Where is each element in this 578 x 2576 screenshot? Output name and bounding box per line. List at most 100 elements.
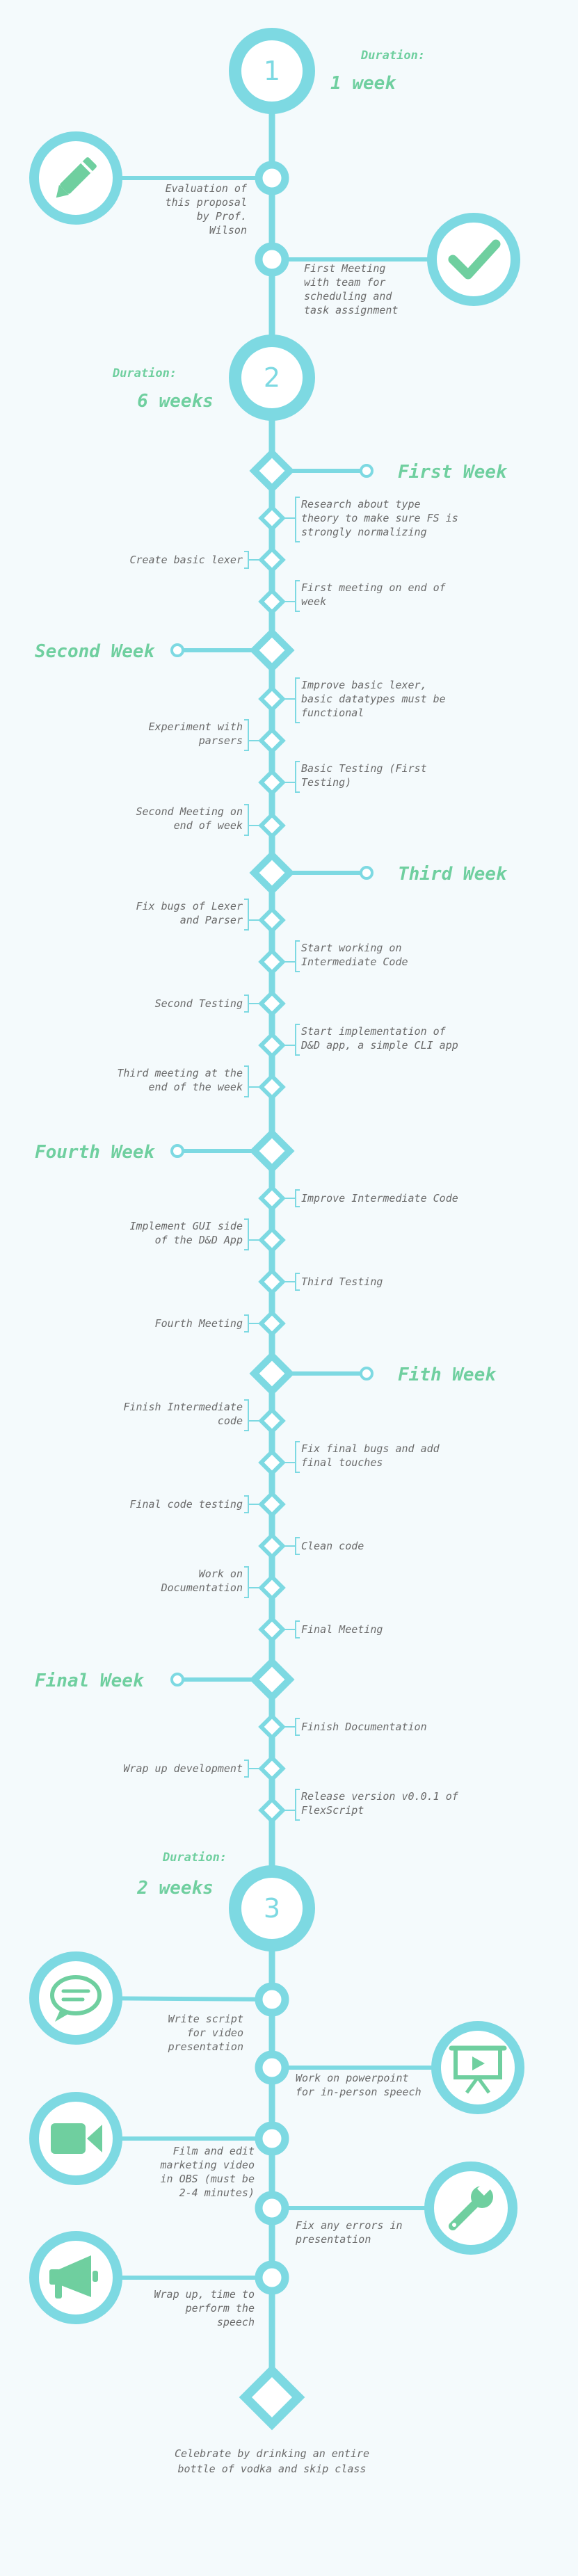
week-label: Final Week bbox=[35, 1671, 145, 1691]
task-diamond bbox=[258, 906, 286, 934]
week-diamond bbox=[249, 1128, 295, 1174]
task-text-line: Documentation bbox=[161, 1581, 243, 1594]
phase-1-number: 1 bbox=[264, 56, 280, 86]
week-diamond bbox=[249, 1657, 295, 1702]
task-bracket bbox=[244, 1760, 262, 1778]
timeline-node bbox=[255, 2050, 289, 2085]
task-bracket bbox=[244, 1566, 262, 1598]
task-text-line: Second Testing bbox=[155, 997, 243, 1010]
task-text: Third Testing bbox=[301, 1275, 383, 1288]
task-diamond bbox=[258, 588, 286, 615]
task-diamond bbox=[258, 948, 286, 976]
week-endpoint bbox=[170, 643, 184, 657]
task-text: Final code testing bbox=[129, 1498, 243, 1511]
task-text-line: Basic Testing (First bbox=[301, 762, 427, 775]
task-diamond bbox=[258, 546, 286, 574]
week-endpoint bbox=[360, 464, 374, 478]
week-endpoint bbox=[360, 866, 374, 880]
task-text-line: Start working on bbox=[301, 942, 402, 954]
task-bracket bbox=[282, 1620, 300, 1639]
task-diamond bbox=[258, 1755, 286, 1782]
task-text-line: Second Meeting on bbox=[136, 805, 243, 818]
task-text-line: basic datatypes must be bbox=[301, 693, 446, 705]
week-endpoint bbox=[170, 1673, 184, 1687]
phase1-item-1-text-line: Wilson bbox=[209, 224, 247, 236]
task-diamond bbox=[258, 812, 286, 839]
final-diamond bbox=[239, 2364, 305, 2431]
final-text-line: bottle of vodka and skip class bbox=[178, 2463, 367, 2475]
task-text: Create basic lexer bbox=[129, 554, 243, 566]
phase-1-duration-label: Duration: bbox=[360, 49, 425, 63]
phase3-item-2-text-line: Work on powerpoint bbox=[296, 2072, 409, 2084]
task-text-line: Work on bbox=[199, 1568, 243, 1580]
task-text-line: Implement GUI side bbox=[129, 1220, 243, 1232]
task-bracket bbox=[282, 761, 300, 793]
task-text-line: end of the week bbox=[149, 1081, 243, 1093]
task-diamond bbox=[258, 1616, 286, 1643]
task-text-line: code bbox=[218, 1415, 243, 1427]
task-bracket bbox=[244, 551, 262, 569]
task-text: Wrap up development bbox=[123, 1762, 243, 1775]
timeline-node bbox=[255, 2191, 289, 2225]
task-diamond bbox=[258, 1490, 286, 1518]
task-bracket bbox=[282, 940, 300, 972]
task-text-line: Start implementation of bbox=[301, 1025, 447, 1038]
task-text-line: Experiment with bbox=[149, 721, 243, 733]
task-bracket bbox=[282, 1273, 300, 1291]
week-diamond bbox=[249, 1351, 295, 1396]
task-diamond bbox=[258, 1226, 286, 1254]
task-bracket bbox=[244, 899, 262, 931]
task-text: Finish Intermediate code bbox=[123, 1401, 243, 1427]
phase-3-duration-label: Duration: bbox=[162, 1851, 227, 1865]
task-diamond bbox=[258, 1310, 286, 1337]
task-bracket bbox=[282, 1189, 300, 1207]
task-diamond bbox=[258, 1532, 286, 1560]
phase1-item-1-text-line: this proposal bbox=[166, 196, 247, 209]
week-endpoint bbox=[170, 1144, 184, 1158]
task-text-line: Release version v0.0.1 of bbox=[301, 1790, 459, 1803]
task-text-line: Research about type bbox=[301, 498, 421, 510]
task-text-line: Testing) bbox=[301, 776, 351, 789]
task-text: Improve Intermediate Code bbox=[301, 1192, 458, 1205]
task-text-line: theory to make sure FS is bbox=[301, 512, 458, 524]
task-diamond bbox=[258, 1713, 286, 1741]
task-text-line: Finish Documentation bbox=[301, 1721, 427, 1733]
phase-2-duration-value: 6 weeks bbox=[137, 391, 214, 412]
task-bracket bbox=[244, 804, 262, 836]
task-bracket bbox=[244, 995, 262, 1013]
task-text-line: and Parser bbox=[180, 914, 243, 926]
phase3-item-3-text-line: Film and edit bbox=[173, 2145, 255, 2157]
phase3-item-5-text-line: Wrap up, time to bbox=[154, 2288, 255, 2301]
task-text-line: Third Testing bbox=[301, 1275, 383, 1288]
phase-1-circle bbox=[229, 28, 315, 114]
phase3-item-3-text-line: marketing video bbox=[160, 2159, 255, 2171]
task-text: Final Meeting bbox=[301, 1623, 383, 1636]
phase3-item-1-text-line: presentation bbox=[168, 2040, 243, 2053]
task-diamond bbox=[258, 1449, 286, 1476]
task-text: Research about type theory to make sure F… bbox=[301, 498, 458, 538]
week-endpoint bbox=[360, 1367, 374, 1380]
phase1-item-1-text-line: by Prof. bbox=[197, 210, 247, 223]
task-text: Second Testing bbox=[155, 997, 243, 1010]
task-text-line: Clean code bbox=[301, 1540, 364, 1552]
task-text: Finish Documentation bbox=[301, 1721, 427, 1733]
task-diamond bbox=[258, 727, 286, 755]
task-diamond bbox=[258, 1184, 286, 1212]
task-text-line: week bbox=[301, 595, 326, 608]
task-bracket bbox=[282, 1789, 300, 1821]
task-diamond bbox=[258, 1268, 286, 1296]
task-bracket bbox=[244, 1314, 262, 1333]
phase1-item-2-text-line: task assignment bbox=[304, 304, 398, 316]
task-text-line: Finish Intermediate bbox=[123, 1401, 243, 1413]
task-text-line: Fourth Meeting bbox=[155, 1317, 243, 1330]
task-bracket bbox=[244, 1065, 262, 1097]
phase3-item-1-text-line: Write script bbox=[168, 2013, 243, 2025]
